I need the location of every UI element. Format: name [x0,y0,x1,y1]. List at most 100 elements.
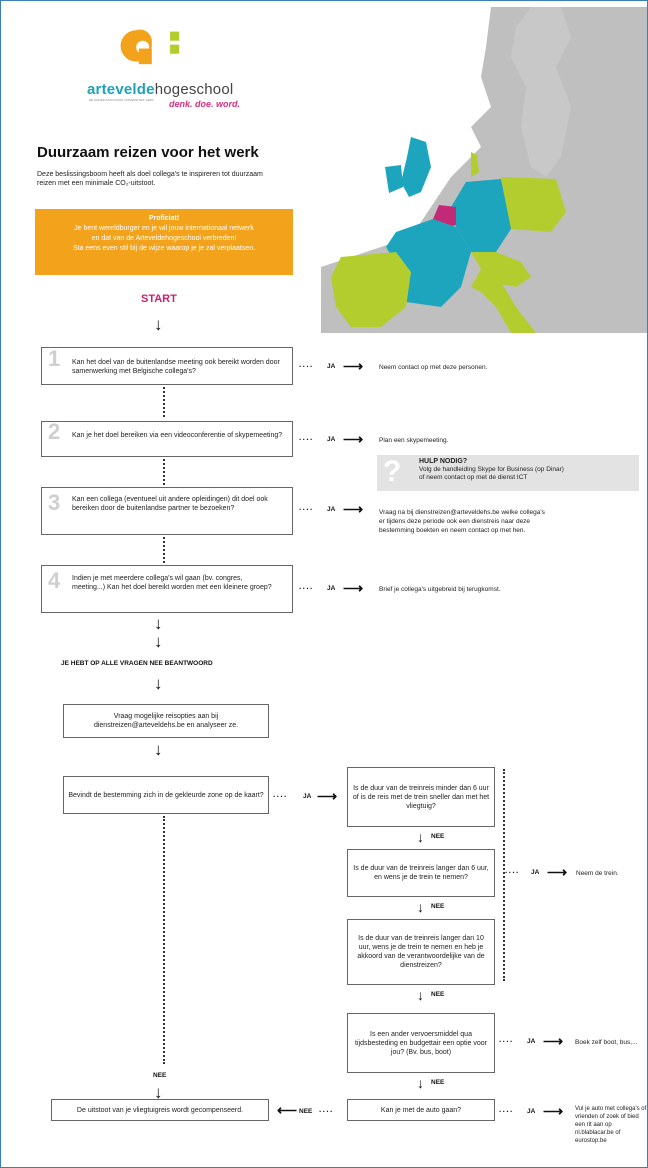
arrow-right-icon: ⟶ [317,788,338,804]
nee-label: NEE [431,991,445,998]
brand-name: arteveldehogeschool [87,81,233,98]
car-question-box: Kan je met de auto gaan? [347,1099,495,1121]
arrow-right-icon: ⟶ [343,431,364,447]
help-line2: of neem contact op met de dienst ICT [419,474,528,481]
question-2-text: Kan je het doel bereiken via een videoco… [72,432,283,439]
help-box [377,455,639,491]
compensate-text: De uitstoot van je vliegtuigreis wordt g… [76,1106,244,1114]
zone-question-box: Bevindt de bestemming zich in de gekleur… [63,776,269,814]
train-question-1-box: Is de duur van de treinreis minder dan 6… [347,767,495,827]
car-result: Vul je auto met collega's of vrienden of… [575,1106,647,1144]
nee-label: NEE [431,1079,445,1086]
dotted-connector: ···· [299,362,314,371]
logo-green-square-top [170,31,180,41]
logo-green-square-bottom [170,44,180,54]
dotted-connector: ···· [299,584,314,593]
ja-label: JA [527,1108,536,1115]
question-2-box: 2 Kan je het doel bereiken via een video… [41,421,293,457]
help-question-icon: ? [383,455,402,488]
nee-label: NEE [431,833,445,840]
car-question-text: Kan je met de auto gaan? [380,1106,462,1114]
question-1-text: Kan het doel van de buitenlandse meeting… [72,359,280,375]
help-text: HULP NODIG? Volg de handleiding Skype fo… [419,458,564,482]
vertical-dots [163,387,165,417]
dotted-connector: ···· [299,435,314,444]
train-question-3-text: Is de duur van de treinreis langer dan 1… [357,935,485,969]
ja-label: JA [327,585,336,592]
arrow-down-icon: ↓ [417,987,424,1003]
help-line1: Volg de handleiding Skype for Business (… [419,466,564,473]
map-ireland [385,165,403,193]
nee-label: NEE [299,1108,313,1115]
arrow-right-icon: ⟶ [343,501,364,517]
result-4: Brief je collega's uitgebreid bij terugk… [379,586,501,593]
ja-label: JA [531,869,540,876]
brand-rest: hogeschool [154,81,234,98]
ja-label: JA [327,436,336,443]
map-austria-czech [471,252,531,287]
compensate-box: De uitstoot van je vliegtuigreis wordt g… [51,1099,269,1121]
dotted-connector: ···· [273,792,288,801]
map-poland [501,177,566,232]
banner-line1: Je bent wereldburger en je wil jouw inte… [74,225,254,232]
arrow-down-icon: ↓ [417,829,424,845]
vertical-dots [503,769,505,981]
ja-label: JA [327,506,336,513]
train-question-1-text: Is de duur van de treinreis minder dan 6… [352,784,490,810]
train-question-2-box: Is de duur van de treinreis langer dan 6… [347,849,495,897]
banner-line2: en dat van de Arteveldehogeschool verbre… [91,235,237,242]
map-spain [331,252,411,327]
question-4-box: 4 Indien je met meerdere collega's wil g… [41,565,293,613]
train-question-3-box: Is de duur van de treinreis langer dan 1… [347,919,495,985]
zone-question-text: Bevindt de bestemming zich in de gekleur… [68,791,264,799]
dotted-connector: ···· [299,505,314,514]
map-uk [401,137,431,197]
ask-options-text: Vraag mogelijke reisopties aan bij diens… [93,713,239,729]
dotted-connector: ···· [499,1037,514,1046]
arrow-down-icon: ↓ [154,740,163,759]
dotted-connector: ···· [505,868,520,877]
other-transport-box: Is een ander vervoersmiddel qua tijdsbes… [347,1013,495,1073]
ja-label: JA [327,363,336,370]
brand-sub: DE GROEP ASSOCIATIE UNIVERSITEIT GENT [89,98,154,102]
other-transport-text: Is een ander vervoersmiddel qua tijdsbes… [355,1030,487,1056]
question-1-number: 1 [48,346,61,371]
question-2-number: 2 [48,419,61,444]
arrow-right-icon: ⟶ [343,580,364,596]
banner-line3: Sta eens even stil bij de wijze waarop j… [72,245,256,252]
start-label: START [141,293,177,305]
ja-label: JA [303,793,312,800]
arrow-down-icon: ↓ [417,899,424,915]
result-2: Plan een skypemeeting. [379,437,449,444]
banner-title: Proficiat! [148,215,180,222]
ask-options-box: Vraag mogelijke reisopties aan bij diens… [63,704,269,738]
train-question-2-text: Is de duur van de treinreis langer dan 6… [353,865,489,881]
question-4-number: 4 [48,568,61,593]
vertical-dots [163,537,165,563]
nee-label: NEE [431,903,445,910]
arrow-down-icon: ↓ [154,1083,163,1102]
arrow-down-icon: ↓ [154,674,163,693]
arrow-down-icon: ↓ [417,1075,424,1091]
arrow-down-icon: ↓ [154,632,163,651]
nee-label: NEE [153,1072,167,1079]
arrow-right-icon: ⟶ [547,864,568,880]
proficiat-banner: Proficiat! Je bent wereldburger en je wi… [35,209,293,275]
result-1: Neem contact op met deze personen. [379,364,488,371]
arrow-right-icon: ⟶ [543,1033,564,1049]
dotted-connector: ···· [319,1107,334,1116]
arrow-down-icon: ↓ [154,614,163,633]
arrow-right-icon: ⟶ [343,358,364,374]
vertical-dots [163,459,165,485]
ja-label: JA [527,1038,536,1045]
dotted-connector: ···· [499,1107,514,1116]
question-3-box: 3 Kan een collega (eventueel uit andere … [41,487,293,535]
map-germany [451,179,511,252]
slogan: denk. doe. word. [169,99,241,109]
vertical-dots [163,816,165,1064]
map-italy [471,269,536,333]
arrow-right-icon: ⟶ [543,1103,564,1119]
brand-bold: artevelde [87,81,155,98]
europe-map [321,7,647,333]
